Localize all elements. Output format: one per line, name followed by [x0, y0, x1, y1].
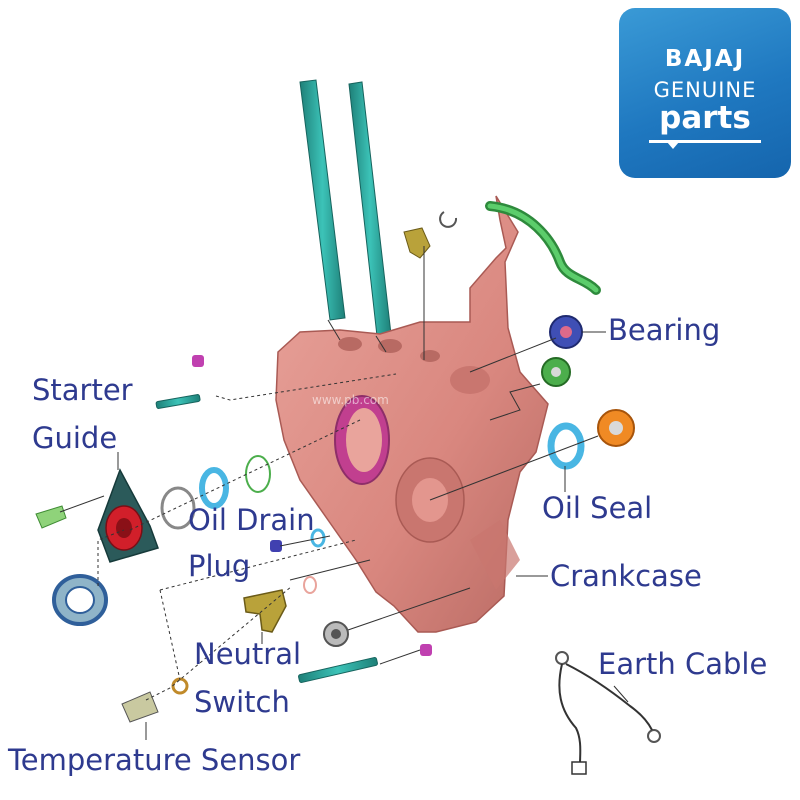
seals-rings	[160, 422, 585, 530]
label-oil-drain-plug-line2: Plug	[188, 549, 251, 583]
logo-parts-text: parts	[659, 100, 751, 136]
cylinder-studs	[299, 79, 392, 337]
label-crankcase: Crankcase	[550, 559, 702, 593]
label-starter-guide-line2: Guide	[32, 421, 118, 455]
starter-guide-part	[97, 468, 159, 563]
leader-lines	[59, 246, 629, 740]
label-starter-guide-line1: Starter	[32, 373, 133, 407]
svg-text:www.pb.com: www.pb.com	[312, 393, 389, 407]
label-temperature-sensor: Temperature Sensor	[8, 743, 301, 777]
bajaj-genuine-parts-logo: BAJAJ GENUINE parts	[619, 8, 791, 178]
label-oil-seal: Oil Seal	[542, 491, 653, 525]
needle-bearing-part	[52, 574, 108, 626]
logo-arrow-icon	[667, 142, 679, 149]
label-earth-cable: Earth Cable	[598, 647, 768, 681]
neutral-switch-part	[243, 589, 287, 633]
bearings	[541, 315, 635, 447]
oil-pipe-part	[485, 201, 601, 295]
logo-underline	[649, 140, 761, 143]
small-parts	[35, 211, 458, 723]
earth-cable-part	[555, 651, 661, 775]
logo-genuine-text: GENUINE	[653, 78, 757, 102]
label-neutral-switch-line2: Switch	[194, 685, 290, 719]
label-neutral-switch-line1: Neutral	[194, 637, 302, 671]
label-bearing: Bearing	[608, 313, 721, 347]
label-oil-drain-plug-line1: Oil Drain	[188, 503, 315, 537]
logo-brand-text: BAJAJ	[664, 46, 746, 72]
